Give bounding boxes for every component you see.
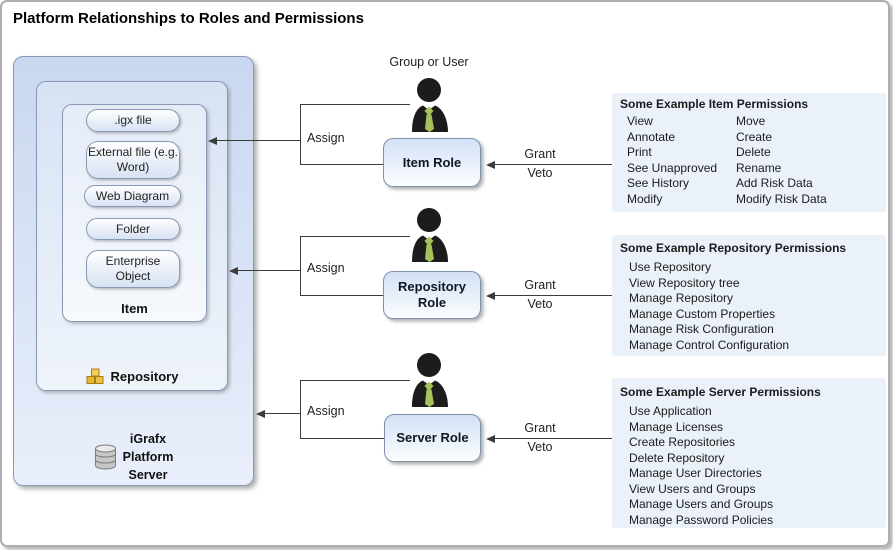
permissions-column: Use Repository View Repository tree Mana… [629, 260, 789, 353]
assign-label-item: Assign [307, 131, 345, 145]
server-label-line3: Server [128, 468, 168, 482]
repository-label-row: Repository [36, 368, 228, 385]
permission-item: Manage Licenses [629, 419, 724, 434]
permission-item: Add Risk Data [736, 176, 813, 190]
server-role-box: Server Role [384, 414, 481, 462]
repository-label: Repository [110, 369, 179, 384]
arrowhead-icon [486, 292, 495, 300]
connector-line [488, 295, 612, 296]
page-title: Platform Relationships to Roles and Perm… [13, 10, 364, 27]
permission-item: Manage Risk Configuration [629, 322, 774, 336]
connector-line [300, 236, 301, 295]
connector-line [300, 380, 301, 438]
connector-line [300, 380, 410, 381]
permission-item: Manage Password Policies [629, 512, 774, 527]
assign-label-server: Assign [307, 404, 345, 418]
veto-label-item: Veto [527, 166, 553, 180]
repository-cubes-icon [86, 368, 104, 384]
item-pill-external-file: External file (e.g. Word) [86, 141, 180, 179]
server-label-line2: Platform [122, 450, 174, 464]
repository-permissions-panel: Some Example Repository Permissions Use … [612, 235, 886, 356]
permission-item: Move [736, 114, 766, 128]
item-box [62, 104, 207, 322]
person-icon-item [412, 78, 448, 132]
arrowhead-icon [256, 410, 265, 418]
permissions-column: Move Create Delete Rename Add Risk Data … [736, 114, 827, 207]
connector-line [210, 140, 300, 141]
permission-item: Manage Custom Properties [629, 306, 776, 321]
arrowhead-icon [486, 161, 495, 169]
connector-line [488, 438, 612, 439]
repository-role-box: Repository Role [383, 271, 481, 319]
permissions-column: Use Application Manage Licenses Create R… [629, 404, 773, 528]
arrowhead-icon [208, 137, 217, 145]
item-pill-igx-file: .igx file [86, 109, 180, 132]
server-database-icon [94, 444, 116, 470]
permission-item: Manage Repository [629, 291, 734, 305]
grant-label-item: Grant [524, 147, 556, 161]
connector-line [231, 270, 300, 271]
permission-item: Modify [627, 191, 663, 206]
permission-item: Manage Users and Groups [629, 497, 774, 511]
server-label-line1: iGrafx [129, 432, 167, 446]
connector-line [300, 164, 383, 165]
permission-item: View [627, 114, 653, 128]
server-permissions-panel: Some Example Server Permissions Use Appl… [612, 378, 886, 528]
grant-label-repository: Grant [524, 278, 556, 292]
item-box-label: Item [121, 301, 148, 316]
permission-item: Use Repository [629, 260, 712, 274]
item-permissions-panel: Some Example Item Permissions View Annot… [612, 93, 886, 212]
panel-header: Some Example Server Permissions [620, 385, 821, 399]
permissions-column: View Annotate Print See Unapproved See H… [627, 114, 736, 207]
permission-item: Use Application [629, 404, 712, 418]
arrowhead-icon [229, 267, 238, 275]
item-pill-enterprise-object: Enterprise Object [86, 250, 180, 288]
grant-label-server: Grant [524, 421, 556, 435]
item-role-box: Item Role [383, 138, 481, 187]
person-icon-server [412, 353, 448, 407]
connector-line [488, 164, 612, 165]
veto-label-repository: Veto [527, 297, 553, 311]
connector-line [300, 104, 301, 164]
arrowhead-icon [486, 435, 495, 443]
person-icon-repository [412, 208, 448, 262]
panel-header: Some Example Item Permissions [620, 97, 809, 111]
server-label: iGrafx Platform Server [123, 430, 174, 484]
item-pill-web-diagram: Web Diagram [84, 185, 181, 207]
veto-label-server: Veto [527, 440, 553, 454]
permission-item: See History [627, 176, 690, 190]
permission-item: Rename [736, 160, 782, 175]
permission-item: Manage Control Configuration [629, 337, 790, 352]
group-or-user-label: Group or User [389, 55, 469, 69]
assign-label-repository: Assign [307, 261, 345, 275]
panel-header: Some Example Repository Permissions [620, 241, 847, 255]
permission-item: Create Repositories [629, 435, 736, 449]
permission-item: Modify Risk Data [736, 191, 827, 206]
permission-item: Delete Repository [629, 450, 725, 465]
permission-item: Manage User Directories [629, 466, 762, 480]
permission-item: Delete [736, 145, 771, 159]
connector-line [300, 104, 410, 105]
connector-line [300, 295, 383, 296]
permission-item: Create [736, 129, 773, 144]
permission-item: View Users and Groups [629, 481, 756, 496]
permission-item: Print [627, 145, 652, 159]
server-label-row: iGrafx Platform Server [13, 430, 254, 484]
connector-line [300, 236, 410, 237]
permission-item: See Unapproved [627, 160, 718, 175]
permission-item: View Repository tree [629, 275, 740, 290]
permission-item: Annotate [627, 129, 676, 144]
item-pill-folder: Folder [86, 218, 180, 240]
connector-line [258, 413, 300, 414]
connector-line [300, 438, 384, 439]
